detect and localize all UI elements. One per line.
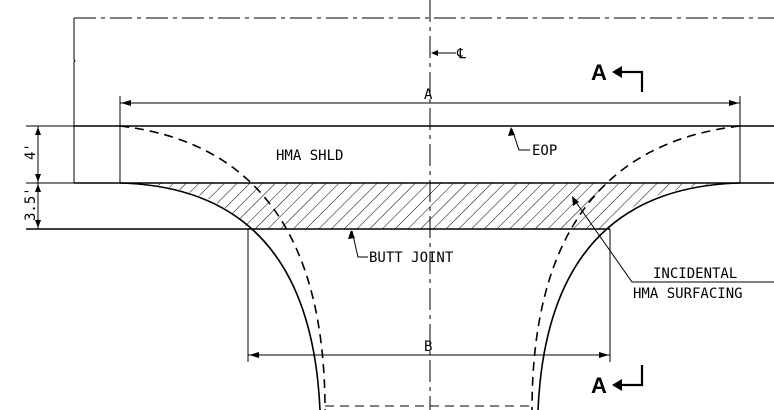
butt-joint-arrow <box>348 230 355 239</box>
centerline-symbol: ℄ <box>456 46 466 62</box>
section-a-bottom-arrow <box>612 379 622 391</box>
right-dashed-curve <box>531 125 741 410</box>
incidental-leader <box>572 197 774 283</box>
butt-joint-label: BUTT JOINT <box>369 250 454 266</box>
right-radius-curve <box>537 182 741 410</box>
incidental-label-2: HMA SURFACING <box>633 286 743 302</box>
section-a-top-tail <box>620 70 644 92</box>
dim-a-label: A <box>424 87 433 103</box>
left-boundary-line <box>73 18 76 183</box>
incidental-surfacing-hatch <box>120 183 740 229</box>
dim-b-label: B <box>424 339 432 355</box>
dim-label-35: 3.5' <box>23 187 39 221</box>
dim-arrow-4-top <box>35 127 41 135</box>
section-a-top-label: A <box>591 60 607 85</box>
incidental-label-1: INCIDENTAL <box>653 266 737 282</box>
section-a-bottom-label: A <box>591 373 607 398</box>
dim-arrow-4-bot <box>35 174 41 182</box>
centerline-arrow <box>431 50 438 56</box>
dim-a-arrow-left <box>121 100 131 106</box>
left-dashed-curve <box>119 125 326 410</box>
dim-b-arrow-right <box>599 352 609 358</box>
dim-label-4: 4' <box>23 143 39 160</box>
dim-a-arrow-right <box>729 100 739 106</box>
incidental-arrow <box>572 196 579 206</box>
eop-leader <box>511 128 530 151</box>
eop-label: EOP <box>532 143 557 159</box>
dim-arrow-35-top <box>35 184 41 192</box>
section-a-bottom-tail <box>620 365 644 387</box>
dim-arrow-35-bot <box>35 220 41 228</box>
butt-joint-leader <box>351 230 368 258</box>
left-radius-curve <box>119 182 321 410</box>
dim-b-arrow-left <box>249 352 259 358</box>
section-a-top-arrow <box>612 66 622 78</box>
eop-arrow <box>508 127 515 136</box>
hma-shld-label: HMA SHLD <box>276 148 343 164</box>
